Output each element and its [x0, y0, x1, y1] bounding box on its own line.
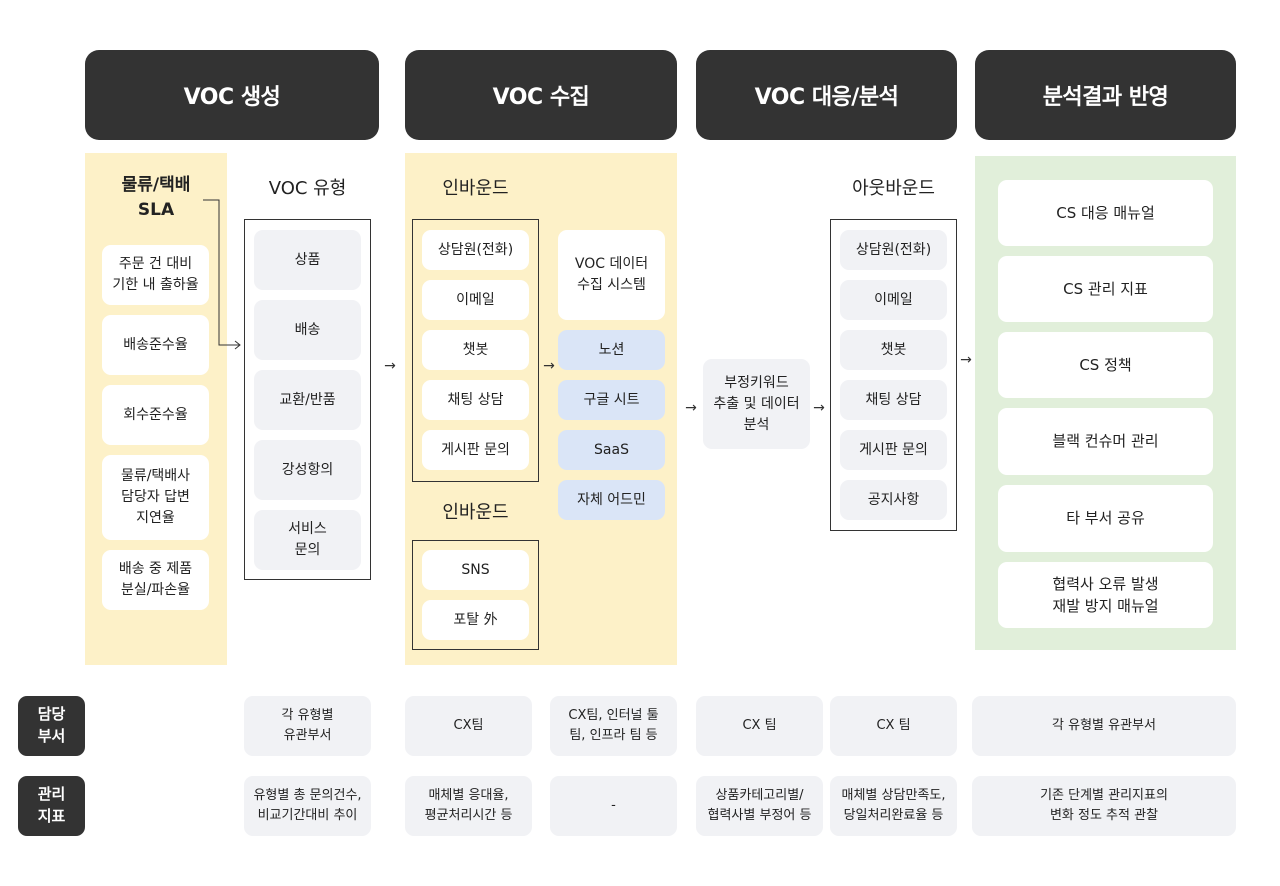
- header-voc-collect: VOC 수집: [405, 50, 677, 140]
- owner-cell: 각 유형별 유관부서: [244, 696, 371, 756]
- owner-cell: 각 유형별 유관부서: [972, 696, 1236, 756]
- inbound-item: 채팅 상담: [422, 380, 529, 420]
- right-arrow-icon: →: [685, 400, 697, 416]
- collect-system-item: SaaS: [558, 430, 665, 470]
- voc-types-box: [244, 219, 371, 580]
- sla-item: 배송준수율: [102, 315, 209, 375]
- inbound-box: [412, 219, 539, 482]
- outbound-item: 이메일: [840, 280, 947, 320]
- outbound-item: 챗봇: [840, 330, 947, 370]
- inbound2-item: 포탈 外: [422, 600, 529, 640]
- inbound2-item: SNS: [422, 550, 529, 590]
- voc-type-item: 강성항의: [254, 440, 361, 500]
- sla-item: 주문 건 대비 기한 내 출하율: [102, 245, 209, 305]
- collect-system-item: 자체 어드민: [558, 480, 665, 520]
- inbound-title: 인바운드: [442, 178, 509, 199]
- inbound-item: 챗봇: [422, 330, 529, 370]
- result-item: 타 부서 공유: [998, 485, 1213, 552]
- sla-item: 물류/택배사 담당자 답변 지연율: [102, 455, 209, 540]
- result-item: CS 관리 지표: [998, 256, 1213, 322]
- metric-cell: 상품카테고리별/ 협력사별 부정어 등: [696, 776, 823, 836]
- owner-row-label: 담당 부서: [18, 696, 85, 756]
- owner-cell: CX 팀: [830, 696, 957, 756]
- metric-cell: 매체별 응대율, 평균처리시간 등: [405, 776, 532, 836]
- right-arrow-icon: →: [960, 352, 972, 368]
- voc-type-item: 배송: [254, 300, 361, 360]
- outbound-item: 채팅 상담: [840, 380, 947, 420]
- header-voc-create: VOC 생성: [85, 50, 379, 140]
- inbound-item: 이메일: [422, 280, 529, 320]
- owner-cell: CX팀, 인터널 툴 팀, 인프라 팀 등: [550, 696, 677, 756]
- inbound-item: 게시판 문의: [422, 430, 529, 470]
- inbound2-title: 인바운드: [442, 502, 509, 523]
- result-item: CS 정책: [998, 332, 1213, 398]
- result-item: 협력사 오류 발생 재발 방지 매뉴얼: [998, 562, 1213, 628]
- analysis-card: 부정키워드 추출 및 데이터 분석: [703, 359, 810, 449]
- owner-cell: CX팀: [405, 696, 532, 756]
- metric-cell: 매체별 상담만족도, 당일처리완료율 등: [830, 776, 957, 836]
- outbound-title: 아웃바운드: [852, 178, 935, 199]
- outbound-item: 공지사항: [840, 480, 947, 520]
- sla-item: 회수준수율: [102, 385, 209, 445]
- inbound2-box: [412, 540, 539, 650]
- sla-item: 배송 중 제품 분실/파손율: [102, 550, 209, 610]
- sla-connector: [203, 199, 241, 350]
- result-item: 블랙 컨슈머 관리: [998, 408, 1213, 475]
- collect-system-title: VOC 데이터 수집 시스템: [558, 230, 665, 320]
- outbound-box: [830, 219, 957, 531]
- voc-type-item: 상품: [254, 230, 361, 290]
- collect-system-item: 노션: [558, 330, 665, 370]
- metric-cell: -: [550, 776, 677, 836]
- metric-cell: 기존 단계별 관리지표의 변화 정도 추적 관찰: [972, 776, 1236, 836]
- owner-cell: CX 팀: [696, 696, 823, 756]
- voc-type-item: 서비스 문의: [254, 510, 361, 570]
- right-arrow-icon: →: [543, 358, 555, 374]
- voc-type-item: 교환/반품: [254, 370, 361, 430]
- inbound-item: 상담원(전화): [422, 230, 529, 270]
- outbound-item: 게시판 문의: [840, 430, 947, 470]
- right-arrow-icon: →: [384, 358, 396, 374]
- metric-cell: 유형별 총 문의건수, 비교기간대비 추이: [244, 776, 371, 836]
- collect-system-item: 구글 시트: [558, 380, 665, 420]
- metric-row-label: 관리 지표: [18, 776, 85, 836]
- sla-title: 물류/택배 SLA: [121, 175, 191, 220]
- result-item: CS 대응 매뉴얼: [998, 180, 1213, 246]
- header-result-apply: 분석결과 반영: [975, 50, 1236, 140]
- voc-types-title: VOC 유형: [268, 178, 347, 199]
- outbound-item: 상담원(전화): [840, 230, 947, 270]
- right-arrow-icon: →: [813, 400, 825, 416]
- header-voc-respond: VOC 대응/분석: [696, 50, 957, 140]
